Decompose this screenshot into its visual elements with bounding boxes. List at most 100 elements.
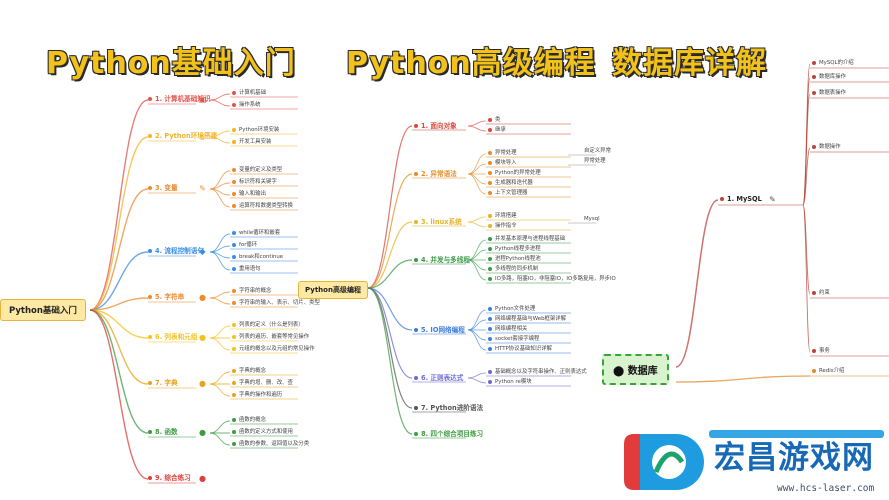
mysql-topic[interactable]: 数据表操作 [812,90,846,97]
left-topic[interactable]: 字典的操作和遍历 [232,392,282,399]
left-section-5-text: 5. 字符串 [155,293,185,301]
middle-topic[interactable]: 基础概念以及字符串操作、正则表达式 [488,369,587,376]
bullet-icon [232,417,236,422]
middle-topic[interactable]: 类 [488,117,500,124]
left-topic[interactable]: break和continue [232,254,283,261]
middle-topic[interactable]: 模块导入 [488,160,517,167]
middle-topic[interactable]: 网络编程基础与Web框架详解 [488,316,566,323]
left-section-9[interactable]: 9. 综合练习 [148,474,191,482]
middle-section-7[interactable]: 7. Python进阶语法 [414,404,483,412]
left-section-8[interactable]: 8. 函数 [148,428,178,436]
middle-topic[interactable]: socket套接字编程 [488,336,539,343]
left-section-7[interactable]: 7. 字典 [148,379,178,387]
bullet-icon [232,346,236,351]
branch-line [209,383,231,397]
middle-section-1[interactable]: 1. 面向对象 [414,122,457,130]
left-topic[interactable]: 字符串的概念 [232,288,271,295]
left-mindmap-root[interactable]: Python基础入门 [0,299,86,321]
branch-line [209,188,231,208]
left-topic[interactable]: while循环和嵌套 [232,230,280,237]
middle-section-5[interactable]: 5. IO网络编程 [414,326,465,334]
middle-topic[interactable]: HTTP协议基础知识详解 [488,346,552,353]
middle-topic[interactable]: 并发基本原理与进程线程基础 [488,236,565,243]
middle-section-6-text: 6. 正则表达式 [421,374,464,382]
mysql-topic[interactable]: MySQL的介绍 [812,60,854,67]
left-topic[interactable]: 函数的参数、返回值以及分类 [232,441,309,448]
middle-side-label[interactable]: 异常处理 [584,158,606,165]
middle-side-label[interactable]: Mysql [584,216,600,223]
middle-topic[interactable]: Python re模块 [488,379,532,386]
middle-section-3[interactable]: 3. linux系统 [414,218,462,226]
left-topic[interactable]: for循环 [232,242,257,249]
bullet-icon [232,380,236,385]
middle-topic[interactable]: Python的异常处理 [488,170,541,177]
left-topic[interactable]: 重用语句 [232,266,261,273]
bullet-icon [488,266,492,271]
watermark-text: 宏昌游戏网 [714,440,874,476]
middle-topic[interactable]: 多线程的同步机制 [488,266,538,273]
left-topic[interactable]: 函数的定义方式和使用 [232,429,293,436]
branch-line [209,297,231,305]
left-topic-text: 开发工具安装 [239,139,272,145]
middle-topic[interactable]: 生成器和迭代器 [488,180,533,187]
left-topic[interactable]: 开发工具安装 [232,139,271,146]
middle-section-4[interactable]: 4. 并发与多线程 [414,256,470,264]
left-topic[interactable]: 字典的增、删、改、查 [232,380,293,387]
middle-section-2[interactable]: 2. 异常语法 [414,170,457,178]
middle-mindmap-root[interactable]: Python高级编程 [298,281,368,299]
middle-section-6[interactable]: 6. 正则表达式 [414,374,463,382]
middle-section-8[interactable]: 8. 四个综合项目练习 [414,430,483,438]
bullet-icon [414,220,418,224]
left-topic[interactable]: Python环境安装 [232,127,279,134]
middle-topic[interactable]: 异常处理 [488,150,517,157]
watermark-bar [709,430,884,438]
mysql-topic[interactable]: 事务 [812,348,830,355]
middle-topic[interactable]: IO多路，阻塞IO，非阻塞IO，IO多路复用，异步IO [488,276,616,283]
left-section-3[interactable]: 3. 变量 [148,184,178,192]
redis-topic[interactable]: Redis介绍 [812,368,844,375]
middle-topic[interactable]: 环境搭建 [488,213,517,220]
right-mindmap-root[interactable]: ⬤ 数据库 [602,354,669,385]
middle-side-label[interactable]: 自定义异常 [584,148,611,155]
left-topic[interactable]: 字典的概念 [232,368,266,375]
mysql-topic[interactable]: 约束 [812,290,830,297]
left-topic[interactable]: 列表的定义（什么是列表） [232,322,304,329]
middle-topic[interactable]: 上下文管理器 [488,190,527,197]
middle-topic[interactable]: 继承 [488,127,506,134]
mysql-topic[interactable]: 数据库操作 [812,74,846,81]
middle-topic[interactable]: Python文件处理 [488,306,535,313]
bullet-icon [812,368,816,373]
bullet-icon [232,441,236,446]
bullet-icon [148,430,152,434]
left-topic[interactable]: 列表的遍历、嵌套等常见操作 [232,334,309,341]
left-topic[interactable]: 字符串的输入、表示、切片、类型 [232,300,320,307]
left-topic[interactable]: 变量的定义及类型 [232,167,282,174]
middle-topic[interactable]: Python线程多进程 [488,246,541,253]
middle-topic[interactable]: 网络编程相关 [488,326,527,333]
left-section-2[interactable]: 2. Python环境搭建 [148,132,217,140]
left-topic[interactable]: 输入和输出 [232,191,266,198]
left-topic[interactable]: 运算符和数据类型转换 [232,203,293,210]
watermark-url: www.hcs-laser.com [777,483,875,494]
left-topic[interactable]: 操作系统 [232,102,261,109]
mysql-topic[interactable]: 数据操作 [812,144,841,151]
left-section-4[interactable]: 4. 流程控制语句 [148,247,204,255]
left-topic-text: 字典的操作和遍历 [239,392,283,398]
left-topic[interactable]: 标识符和关键字 [232,179,277,186]
middle-topic[interactable]: 进程Python线程池 [488,256,541,263]
left-section-6[interactable]: 6. 列表和元组 [148,333,197,341]
left-topic-text: break和continue [239,254,284,260]
middle-side-label-text: 自定义异常 [584,148,611,154]
left-section-5[interactable]: 5. 字符串 [148,293,184,301]
middle-topic[interactable]: 操作指令 [488,223,517,230]
left-topic[interactable]: 函数的概念 [232,417,266,424]
left-topic[interactable]: 元组的概念以及元组的常见操作 [232,346,314,353]
bullet-icon [488,316,492,321]
bullet-icon [232,203,236,208]
left-topic[interactable]: 计算机基础 [232,90,266,97]
bullet-icon [232,102,236,107]
left-section-1[interactable]: 1. 计算机基础知识 [148,95,211,103]
branch-line [89,99,149,311]
mysql-node[interactable]: 1. MySQL [720,195,762,203]
